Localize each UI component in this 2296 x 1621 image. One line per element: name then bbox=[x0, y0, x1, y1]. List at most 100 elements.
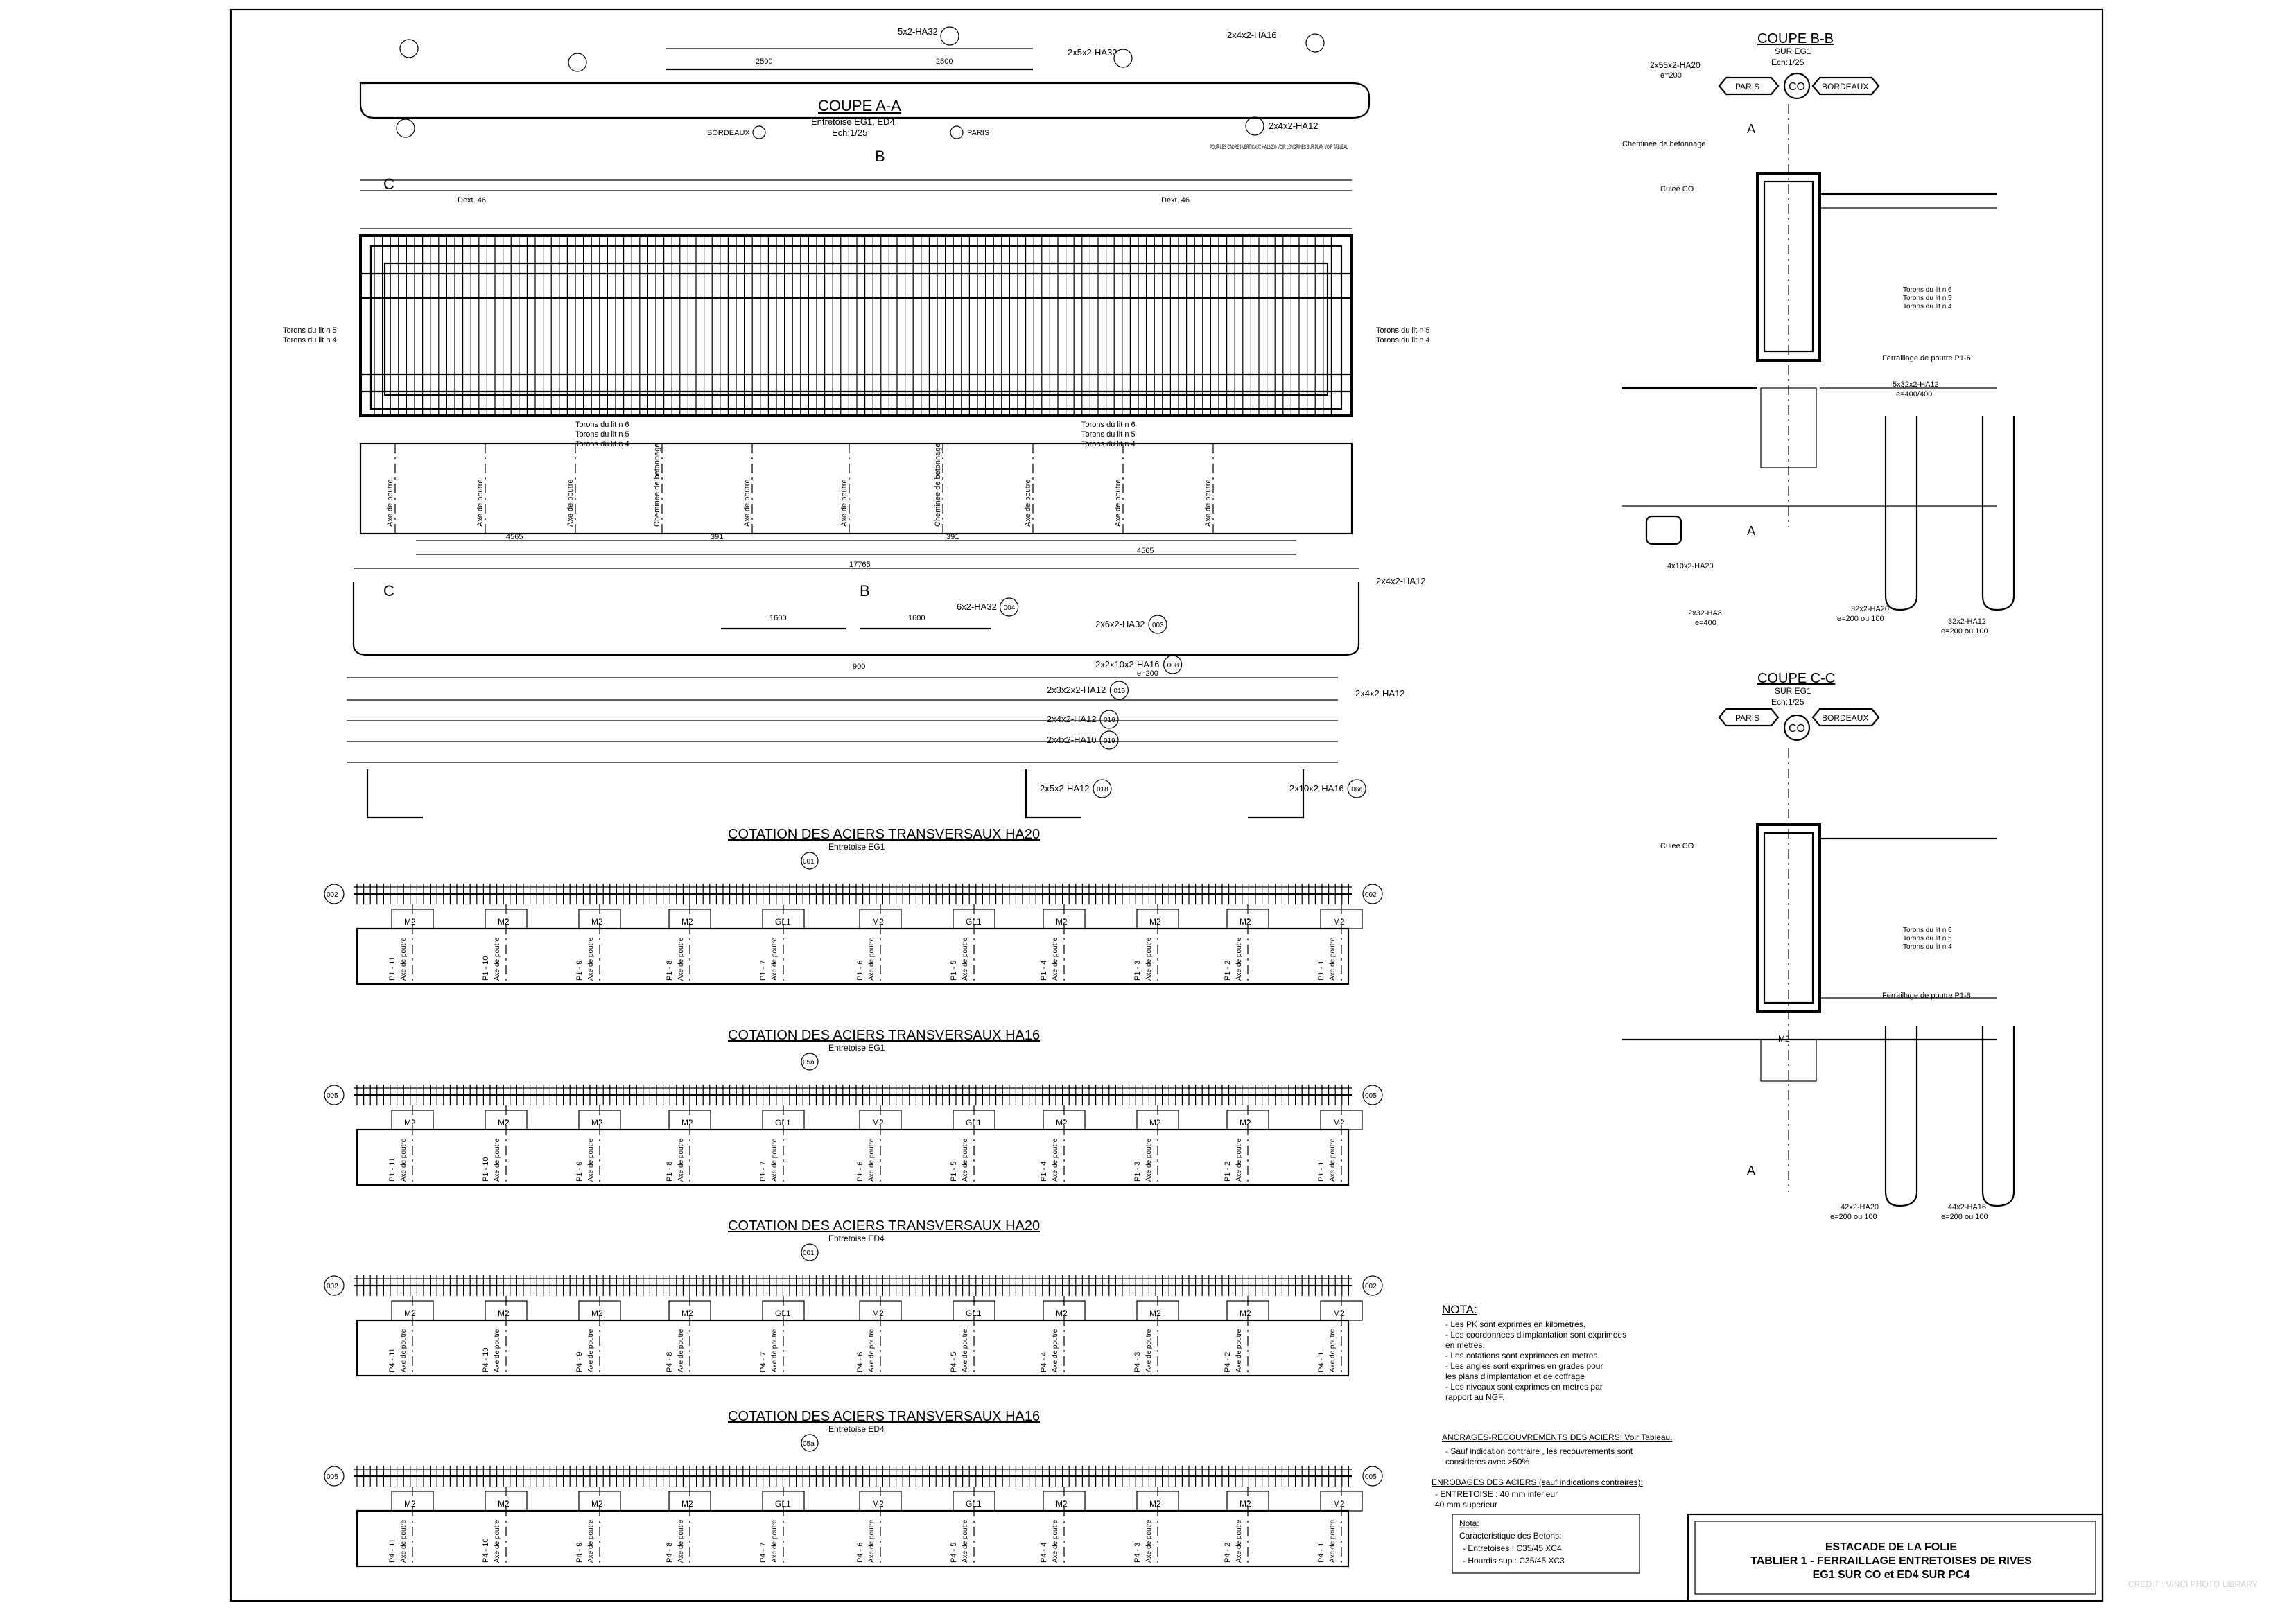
cotation-axis-word: Axe de poutre bbox=[1329, 937, 1337, 981]
cotation-axis-word: Axe de poutre bbox=[771, 1138, 779, 1182]
support-label: M2 bbox=[872, 1308, 884, 1318]
bar-label: 2x5x2-HA12 bbox=[1040, 783, 1090, 794]
cc-bar2-e: e=200 ou 100 bbox=[1941, 1213, 1988, 1221]
cotation-axis-word: Axe de poutre bbox=[400, 937, 408, 981]
support-label: M2 bbox=[591, 917, 603, 927]
cotation-axis-word: Axe de poutre bbox=[1235, 1329, 1243, 1372]
bar-label: 2x6x2-HA32 bbox=[1095, 619, 1145, 629]
support-label: M2 bbox=[1240, 1118, 1251, 1128]
cotation-axis-label: P1 - 2 bbox=[1224, 1162, 1232, 1182]
mark-b-top: B bbox=[875, 148, 885, 165]
cotation-axis-word: Axe de poutre bbox=[771, 1519, 779, 1563]
bottom-dim-2: 391 bbox=[711, 533, 723, 541]
support-label: GL1 bbox=[775, 917, 791, 927]
dim-900: 900 bbox=[853, 663, 865, 671]
beam-axis-label: Axe de poutre bbox=[1204, 480, 1212, 527]
bar-ref: 06a bbox=[1351, 786, 1363, 794]
cotation-axis-word: Axe de poutre bbox=[962, 937, 969, 981]
nota-item: en metres. bbox=[1445, 1340, 1485, 1350]
cotation-ref-circle bbox=[1362, 1275, 1383, 1296]
cotation-title: COTATION DES ACIERS TRANSVERSAUX HA16 bbox=[728, 1409, 1040, 1424]
bb-bar5: 32x2-HA12 bbox=[1948, 617, 1986, 626]
cotation-axis-label: P4 - 2 bbox=[1224, 1543, 1232, 1563]
cotation-axis-word: Axe de poutre bbox=[494, 1519, 501, 1563]
right-label-b: 2x4x2-HA12 bbox=[1355, 688, 1405, 699]
cotation-axis-label: P1 - 11 bbox=[388, 1157, 397, 1182]
cotation-axis-label: P1 - 3 bbox=[1133, 961, 1142, 981]
bar-label: 2x4x2-HA12 bbox=[1047, 714, 1097, 724]
cc-torons-6: Torons du lit n 6 bbox=[1903, 927, 1952, 934]
cotation-axis-label: P4 - 10 bbox=[482, 1348, 490, 1372]
cotation-axis-word: Axe de poutre bbox=[1235, 1138, 1243, 1182]
cotation-axis-label: P4 - 4 bbox=[1040, 1543, 1048, 1563]
cotation-ref-right: 005 bbox=[1365, 1092, 1377, 1100]
cotation-axis-label: P1 - 10 bbox=[482, 956, 490, 981]
cc-support: M2 bbox=[1778, 1034, 1790, 1044]
top-dim-right: 2500 bbox=[936, 58, 953, 66]
mark-b-bottom: B bbox=[860, 582, 870, 599]
cotation-beam bbox=[356, 927, 1350, 985]
cotation-axis-label: P4 - 11 bbox=[388, 1539, 397, 1563]
support-label: M2 bbox=[1056, 1308, 1068, 1318]
cotation-axis-label: P1 - 9 bbox=[575, 1162, 584, 1182]
cotation-title: COTATION DES ACIERS TRANSVERSAUX HA20 bbox=[728, 1218, 1040, 1234]
bb-bar4-e: e=200 ou 100 bbox=[1837, 615, 1884, 623]
support-label: GL1 bbox=[966, 917, 982, 927]
support-label: M2 bbox=[1333, 1118, 1345, 1128]
mark-c-top: C bbox=[383, 175, 394, 193]
cc-torons-5: Torons du lit n 5 bbox=[1903, 935, 1952, 943]
cotation-block: COTATION DES ACIERS TRANSVERSAUX HA16Ent… bbox=[324, 1409, 1383, 1568]
cotation-ref-top: 001 bbox=[803, 858, 815, 866]
cotation-axis-label: P1 - 6 bbox=[856, 961, 864, 981]
bb-bar3-e: e=400 bbox=[1695, 619, 1716, 627]
cotation-axis-word: Axe de poutre bbox=[494, 937, 501, 981]
cotation-axis-label: P4 - 5 bbox=[950, 1352, 958, 1372]
torons-mid-r6: Torons du lit n 6 bbox=[1081, 421, 1136, 429]
bb-bordeaux: BORDEAUX bbox=[1822, 82, 1868, 91]
support-label: GL1 bbox=[775, 1308, 791, 1318]
cotation-axis-word: Axe de poutre bbox=[868, 1329, 876, 1372]
cotation-ref-left: 005 bbox=[327, 1092, 338, 1100]
cotation-axis-label: P4 - 8 bbox=[666, 1352, 674, 1372]
support-label: M2 bbox=[404, 1308, 416, 1318]
support-label: GL1 bbox=[966, 1499, 982, 1509]
beam-axis-label: Cheminee de betonnage bbox=[653, 444, 661, 527]
support-label: M2 bbox=[1149, 1499, 1161, 1509]
bar-ref-circle bbox=[999, 597, 1019, 617]
section-aa-scale: Ech:1/25 bbox=[832, 128, 867, 138]
cotation-axis-label: P1 - 11 bbox=[388, 956, 397, 981]
bar-ref: 015 bbox=[1113, 687, 1125, 695]
cotation-axis-word: Axe de poutre bbox=[677, 1138, 685, 1182]
cotation-entretoise: Entretoise EG1 bbox=[828, 1043, 885, 1053]
bb-co: CO bbox=[1789, 81, 1805, 93]
support-label: M2 bbox=[591, 1118, 603, 1128]
cotation-axis-label: P4 - 5 bbox=[950, 1543, 958, 1563]
support-label: M2 bbox=[404, 917, 416, 927]
cotation-axis-word: Axe de poutre bbox=[1145, 1138, 1153, 1182]
nota-item: - Les niveaux sont exprimes en metres pa… bbox=[1445, 1382, 1603, 1392]
bb-bar2: 4x10x2-HA20 bbox=[1667, 562, 1714, 570]
cotation-axis-label: P4 - 2 bbox=[1224, 1352, 1232, 1372]
bb-bar4: 32x2-HA20 bbox=[1851, 605, 1889, 613]
cotation-axis-word: Axe de poutre bbox=[677, 937, 685, 981]
beton-item-2: - Entretoises : C35/45 XC4 bbox=[1463, 1543, 1562, 1553]
cotation-ref-circle bbox=[801, 1243, 819, 1261]
bar-ref: 019 bbox=[1104, 737, 1115, 745]
cotation-axis-label: P4 - 7 bbox=[759, 1543, 767, 1563]
cotation-axis-label: P1 - 9 bbox=[575, 961, 584, 981]
cotation-ref-right: 002 bbox=[1365, 891, 1377, 899]
cotation-axis-word: Axe de poutre bbox=[587, 937, 595, 981]
torons-left-5: Torons du lit n 5 bbox=[283, 326, 337, 335]
torons-mid-r5: Torons du lit n 5 bbox=[1081, 430, 1136, 439]
anc-item-2: consideres avec >50% bbox=[1445, 1457, 1529, 1466]
cc-culee: Culee CO bbox=[1660, 842, 1694, 850]
support-label: M2 bbox=[404, 1118, 416, 1128]
support-label: M2 bbox=[1333, 1308, 1345, 1318]
nota-item: rapport au NGF. bbox=[1445, 1392, 1504, 1402]
support-label: M2 bbox=[1333, 917, 1345, 927]
cotation-axis-word: Axe de poutre bbox=[400, 1329, 408, 1372]
beton-item-1: Caracteristique des Betons: bbox=[1459, 1531, 1561, 1541]
cotation-ref-right: 005 bbox=[1365, 1473, 1377, 1481]
support-label: M2 bbox=[681, 917, 693, 927]
support-label: M2 bbox=[1056, 1499, 1068, 1509]
